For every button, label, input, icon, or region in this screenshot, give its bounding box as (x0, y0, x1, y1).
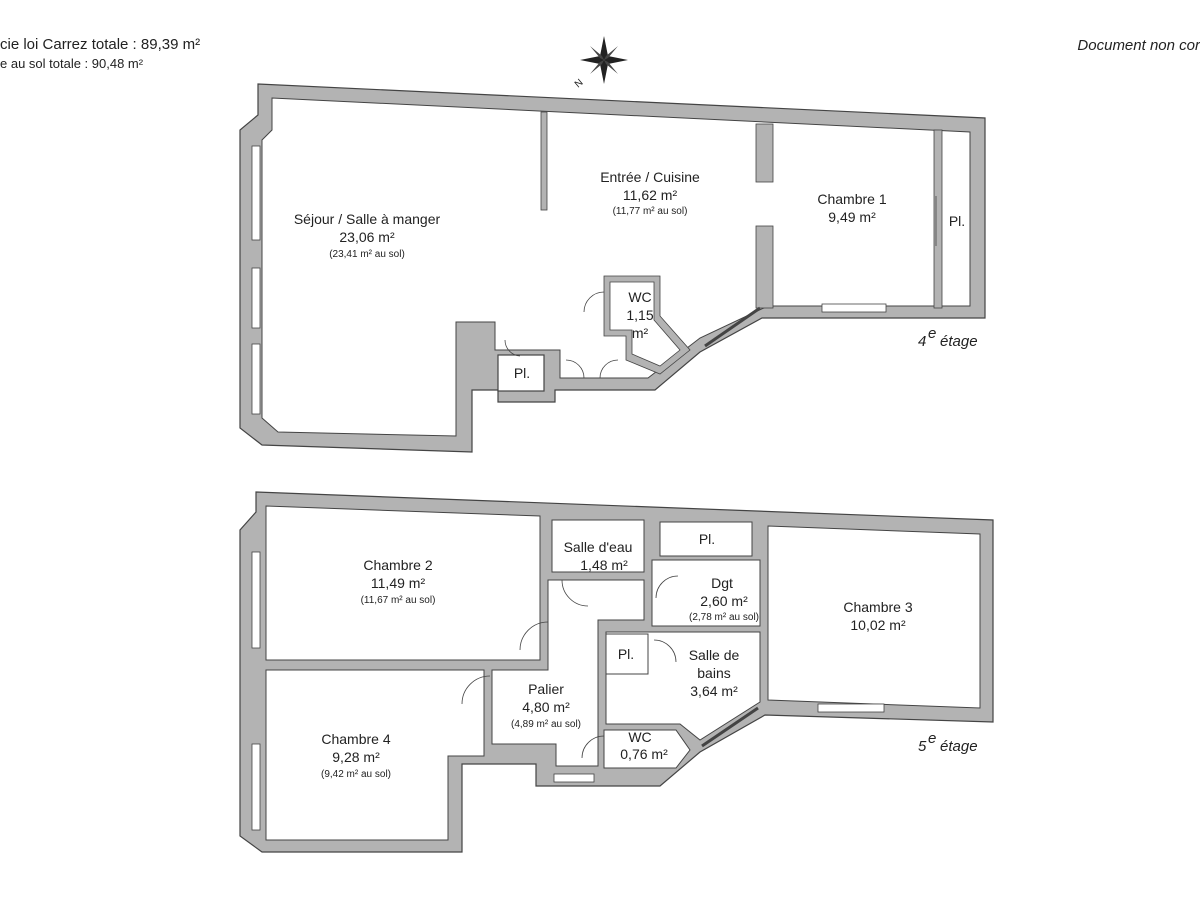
room-name: Chambre 4 (321, 731, 390, 747)
window (251, 343, 261, 415)
door-swing (599, 359, 619, 379)
room-area: 1,48 m² (580, 557, 628, 573)
disclaimer: Document non cor (1077, 37, 1200, 54)
door-swing (655, 575, 679, 599)
door-swing (561, 579, 589, 607)
room-area: 2,60 m² (700, 593, 748, 609)
room-area: 23,06 m² (339, 229, 395, 245)
room-name: Pl. (699, 531, 715, 547)
room-sol-area: (11,67 m² au sol) (361, 595, 436, 606)
compass-north-label: N (573, 77, 586, 90)
room-sol-area: (2,78 m² au sol) (689, 612, 759, 623)
chambre-4-floor (265, 669, 485, 841)
room-name: Salle de (689, 647, 740, 663)
compass-icon (580, 36, 628, 84)
door-swing (583, 291, 605, 313)
window (251, 145, 261, 241)
room-name: bains (697, 665, 730, 681)
floor-4-plan: Séjour / Salle à manger 23,06 m² (23,41 … (239, 83, 986, 453)
window (821, 303, 887, 313)
room-area: 3,64 m² (690, 683, 738, 699)
floor-label-sup: e (928, 325, 936, 342)
room-area: 11,62 m² (623, 187, 678, 203)
room-sol-area: (11,77 m² au sol) (613, 206, 688, 217)
room-area: 0,76 m² (620, 746, 668, 762)
door-swing (581, 735, 605, 759)
room-area: 11,49 m² (371, 575, 426, 591)
closet-mid (605, 633, 649, 675)
carrez-total: cie loi Carrez totale : 89,39 m² (0, 36, 201, 53)
room-name: Chambre 3 (843, 599, 912, 615)
room-name: Chambre 1 (817, 191, 886, 207)
window (704, 306, 761, 348)
room-area: 9,28 m² (332, 749, 380, 765)
wall-partition (540, 111, 548, 211)
door-swing (504, 339, 521, 357)
room-area: 4,80 m² (522, 699, 570, 715)
room-name: Chambre 2 (363, 557, 432, 573)
room-name: Salle d'eau (564, 539, 633, 555)
room-area: 9,49 m² (828, 209, 876, 225)
floor-label-sup: e (928, 730, 936, 747)
window (553, 773, 595, 783)
chambre-3-floor (767, 525, 981, 709)
floor-label-num: 4 (918, 333, 926, 350)
room-name: WC (628, 289, 651, 305)
salle-eau-floor (551, 519, 645, 573)
floor-label-word: étage (940, 333, 978, 350)
room-sol-area: (9,42 m² au sol) (321, 769, 391, 780)
floor-label-word: étage (940, 738, 978, 755)
room-name: WC (628, 729, 651, 745)
wall-partition (755, 225, 774, 309)
door-swing (565, 359, 585, 379)
window (817, 703, 885, 713)
room-name: Pl. (514, 365, 530, 381)
room-name: Pl. (949, 213, 965, 229)
closet-4 (497, 354, 545, 392)
wall-partition (933, 129, 943, 309)
window (701, 706, 759, 748)
window (251, 551, 261, 649)
window (251, 743, 261, 831)
room-name: Entrée / Cuisine (600, 169, 700, 185)
floor-5-plan: Chambre 2 11,49 m² (11,67 m² au sol) Sal… (239, 491, 994, 853)
room-name: Séjour / Salle à manger (294, 211, 441, 227)
chambre-2-floor (265, 505, 541, 661)
room-name: Dgt (711, 575, 733, 591)
door-swing (653, 639, 677, 663)
room-name: Pl. (618, 646, 634, 662)
room-area: m² (632, 325, 649, 341)
door-swing (519, 621, 549, 651)
room-sol-area: (23,41 m² au sol) (329, 249, 405, 260)
room-area: 10,02 m² (850, 617, 906, 633)
room-name: Palier (528, 681, 564, 697)
window (251, 267, 261, 329)
closet-top (659, 521, 753, 557)
dgt-floor (651, 559, 761, 627)
room-area: 1,15 (626, 307, 653, 323)
wc-4-floor (609, 281, 681, 367)
wc-5-floor (603, 729, 691, 769)
room-sol-area: (4,89 m² au sol) (511, 719, 581, 730)
palier-floor (491, 579, 645, 767)
floor-label-num: 5 (918, 738, 927, 755)
wall-partition (755, 123, 774, 183)
sol-total: e au sol totale : 90,48 m² (0, 56, 144, 71)
door-swing (461, 675, 491, 705)
